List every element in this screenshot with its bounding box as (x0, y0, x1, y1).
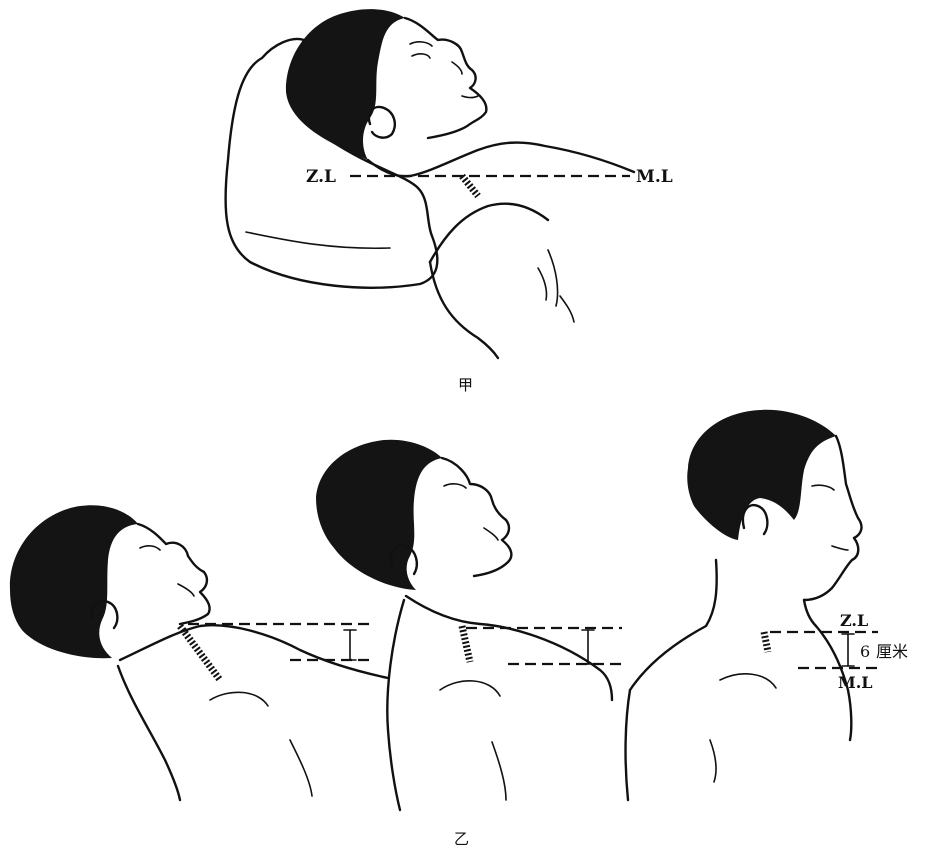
caption-a: 甲 (458, 376, 473, 394)
distance-value: 6 (860, 642, 870, 661)
neck-shoulder (368, 143, 634, 177)
vertebra-mark-b1 (180, 626, 220, 680)
distance-unit: 厘米 (876, 642, 908, 661)
label-zl-a: Z.L (306, 167, 336, 187)
figure-b-pose-left (10, 505, 388, 800)
caption-b: 乙 (454, 830, 469, 848)
vertebra-mark-a (462, 176, 478, 196)
figure-a-illustration (226, 9, 634, 358)
vertebra-mark-b2 (462, 626, 470, 662)
label-zl-b: Z.L (840, 611, 868, 630)
vertebra-mark-b3 (764, 632, 768, 652)
face-profile (405, 18, 486, 138)
label-ml-b: M.L (838, 673, 873, 692)
label-ml-a: M.L (636, 167, 673, 187)
figure-b-pose-right (626, 410, 878, 800)
